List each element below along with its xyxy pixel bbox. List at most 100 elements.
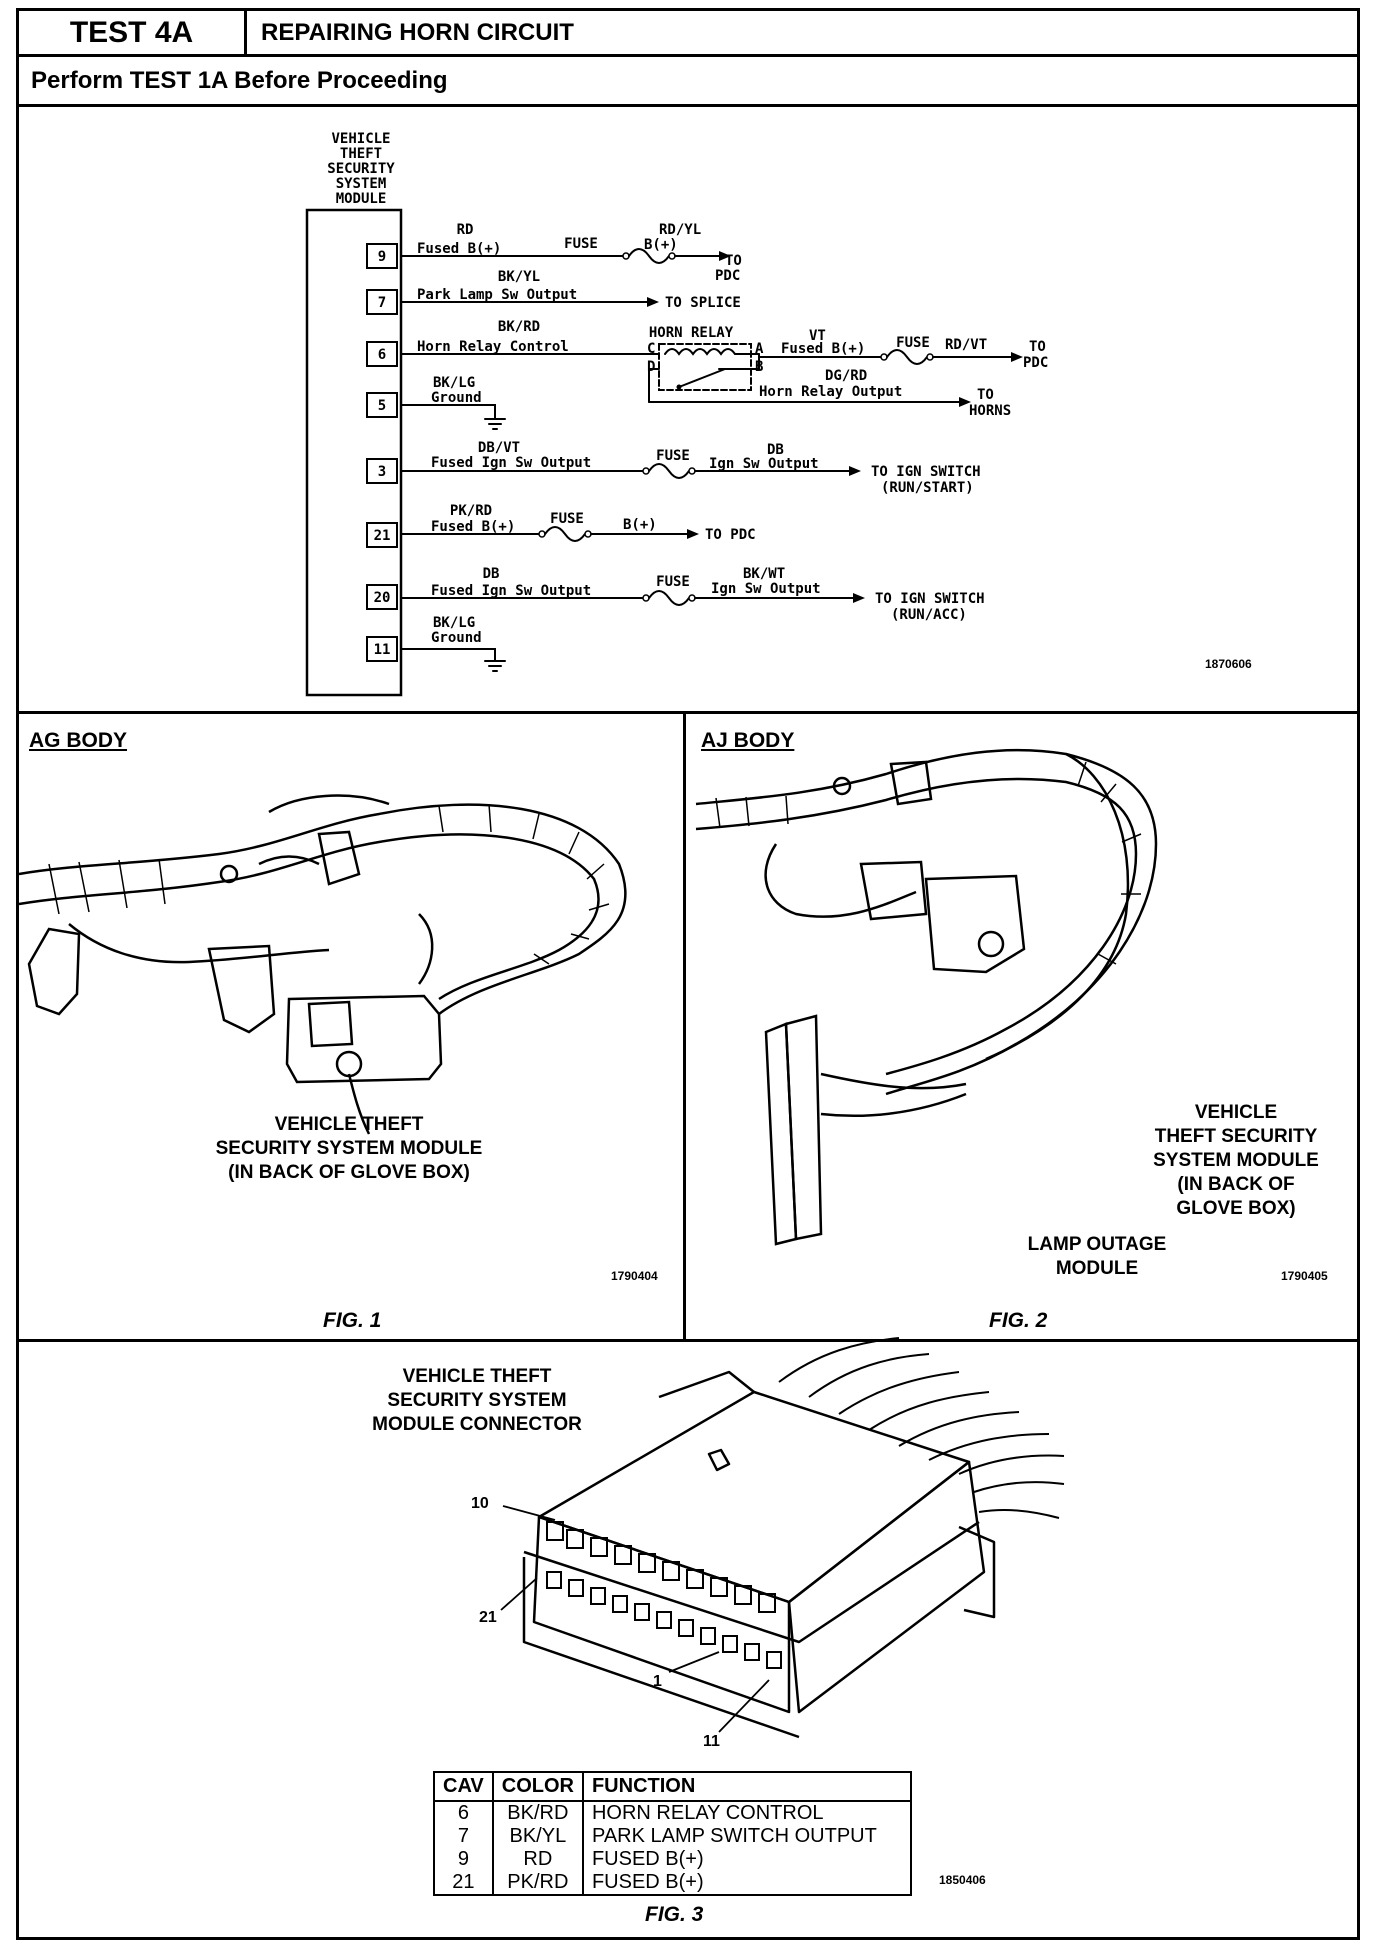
circuit-pin-5: BK/LG Ground <box>400 375 506 430</box>
circuit-pin-9: RD Fused B(+) FUSE RD/YL B(+) TO PDC <box>400 222 742 284</box>
svg-text:(RUN/START): (RUN/START) <box>881 480 974 496</box>
svg-text:BK/LG: BK/LG <box>433 615 475 631</box>
figure-divider <box>683 711 686 1339</box>
svg-text:BK/RD: BK/RD <box>498 319 540 335</box>
svg-text:PDC: PDC <box>1023 355 1048 371</box>
svg-text:FUSE: FUSE <box>656 574 690 590</box>
svg-text:VT: VT <box>809 328 826 344</box>
relay-contact <box>678 368 726 388</box>
svg-text:TO IGN SWITCH: TO IGN SWITCH <box>871 464 981 480</box>
pin-3: 3 <box>366 458 398 484</box>
connector-cavities-row1 <box>546 1521 776 1613</box>
svg-text:9: 9 <box>378 249 386 265</box>
schematic-bottom-rule <box>19 711 1357 714</box>
svg-text:20: 20 <box>374 590 391 606</box>
relay-coil <box>664 348 736 356</box>
svg-text:TO: TO <box>725 253 742 269</box>
svg-text:21: 21 <box>374 528 391 544</box>
cavity-table: CAV COLOR FUNCTION 6 BK/RD HORN RELAY CO… <box>433 1771 912 1896</box>
wire-harness <box>18 803 627 1016</box>
svg-text:HORN RELAY: HORN RELAY <box>649 325 734 341</box>
fig1-caption: FIG. 1 <box>323 1309 382 1332</box>
svg-text:DG/RD: DG/RD <box>825 368 867 384</box>
table-row: 21 PK/RD FUSED B(+) <box>433 1871 912 1896</box>
svg-text:BK/LG: BK/LG <box>433 375 475 391</box>
page-subtitle: Perform TEST 1A Before Proceeding <box>31 67 448 94</box>
svg-text:RD: RD <box>457 222 474 238</box>
svg-text:3: 3 <box>378 464 386 480</box>
svg-text:FUSE: FUSE <box>896 335 930 351</box>
fig3-connector-illustration <box>500 1337 1065 1739</box>
module-title-5: MODULE <box>336 191 387 207</box>
fig2-callout-module: VEHICLE THEFT SECURITY SYSTEM MODULE (IN… <box>1153 1102 1319 1219</box>
svg-text:Ground: Ground <box>431 630 482 646</box>
connector-wires <box>778 1337 1065 1519</box>
header-divider <box>247 54 1357 57</box>
svg-text:DB/VT: DB/VT <box>478 440 520 456</box>
table-row: 6 BK/RD HORN RELAY CONTROL <box>433 1801 912 1825</box>
pin-6: 6 <box>366 341 398 367</box>
svg-text:Horn Relay Output: Horn Relay Output <box>759 384 902 400</box>
svg-text:TO SPLICE: TO SPLICE <box>665 295 741 311</box>
pin-9: 9 <box>366 243 398 269</box>
fig1-panel-label: AG BODY <box>29 729 128 752</box>
connector-front-face <box>532 1515 791 1714</box>
ground-icon <box>484 660 506 672</box>
module-title-1: VEHICLE <box>331 131 390 147</box>
svg-text:FUSE: FUSE <box>564 236 598 252</box>
svg-text:A: A <box>755 341 764 357</box>
wire-harness <box>695 748 1158 1096</box>
svg-text:Ign Sw Output: Ign Sw Output <box>711 581 821 597</box>
fig1-ref: 1790404 <box>611 1269 658 1283</box>
svg-text:Ground: Ground <box>431 390 482 406</box>
module-title-3: SECURITY <box>327 161 395 177</box>
fig1-illustration <box>18 794 627 1135</box>
svg-text:7: 7 <box>378 295 386 311</box>
svg-text:HORNS: HORNS <box>969 403 1011 419</box>
svg-text:TO: TO <box>1029 339 1046 355</box>
svg-text:Fused Ign Sw Output: Fused Ign Sw Output <box>431 583 591 599</box>
svg-text:(RUN/ACC): (RUN/ACC) <box>891 607 967 623</box>
fig2-ref: 1790405 <box>1281 1269 1328 1283</box>
svg-text:11: 11 <box>374 642 391 658</box>
pin-label-11: 11 <box>703 1733 720 1750</box>
svg-text:BK/YL: BK/YL <box>498 269 540 285</box>
svg-text:Horn Relay Control: Horn Relay Control <box>417 339 569 355</box>
svg-text:Fused B(+): Fused B(+) <box>781 341 865 357</box>
header-bottom-rule <box>19 104 1357 107</box>
circuit-pin-11: BK/LG Ground <box>400 615 506 672</box>
fig3-ref: 1850406 <box>939 1873 986 1887</box>
pin-label-21: 21 <box>479 1609 497 1626</box>
col-function: FUNCTION <box>581 1771 912 1802</box>
svg-text:B(+): B(+) <box>644 237 678 253</box>
circuit-pin-20: DB Fused Ign Sw Output FUSE BK/WT Ign Sw… <box>400 566 985 623</box>
module-title-4: SYSTEM <box>336 176 387 192</box>
svg-text:Fused Ign Sw Output: Fused Ign Sw Output <box>431 455 591 471</box>
svg-text:C: C <box>647 341 655 357</box>
svg-text:PDC: PDC <box>715 268 740 284</box>
svg-text:DB: DB <box>767 442 784 458</box>
pin-20: 20 <box>366 584 398 610</box>
pin-21: 21 <box>366 522 398 548</box>
fig2-panel-label: AJ BODY <box>701 729 795 752</box>
fig2-callout-lamp: LAMP OUTAGE MODULE <box>1027 1234 1167 1279</box>
connector-cavities-row2 <box>546 1571 782 1669</box>
svg-text:BK/WT: BK/WT <box>743 566 785 582</box>
svg-text:RD/VT: RD/VT <box>945 337 987 353</box>
module-body <box>924 874 1026 974</box>
svg-text:RD/YL: RD/YL <box>659 222 701 238</box>
service-page: TEST 4A REPAIRING HORN CIRCUIT Perform T… <box>16 8 1360 1940</box>
fig3-connector-title: VEHICLE THEFT SECURITY SYSTEM MODULE CON… <box>372 1366 582 1435</box>
pin-leader-lines <box>500 1505 770 1733</box>
svg-text:5: 5 <box>378 398 386 414</box>
col-cav: CAV <box>433 1771 494 1802</box>
col-color: COLOR <box>491 1771 584 1802</box>
svg-text:PK/RD: PK/RD <box>450 503 492 519</box>
svg-text:B(+): B(+) <box>623 517 657 533</box>
ground-icon <box>484 418 506 430</box>
svg-text:FUSE: FUSE <box>550 511 584 527</box>
svg-text:6: 6 <box>378 347 386 363</box>
pin-label-1: 1 <box>653 1673 662 1690</box>
svg-text:D: D <box>647 359 655 375</box>
svg-text:Fused B(+): Fused B(+) <box>431 519 515 535</box>
